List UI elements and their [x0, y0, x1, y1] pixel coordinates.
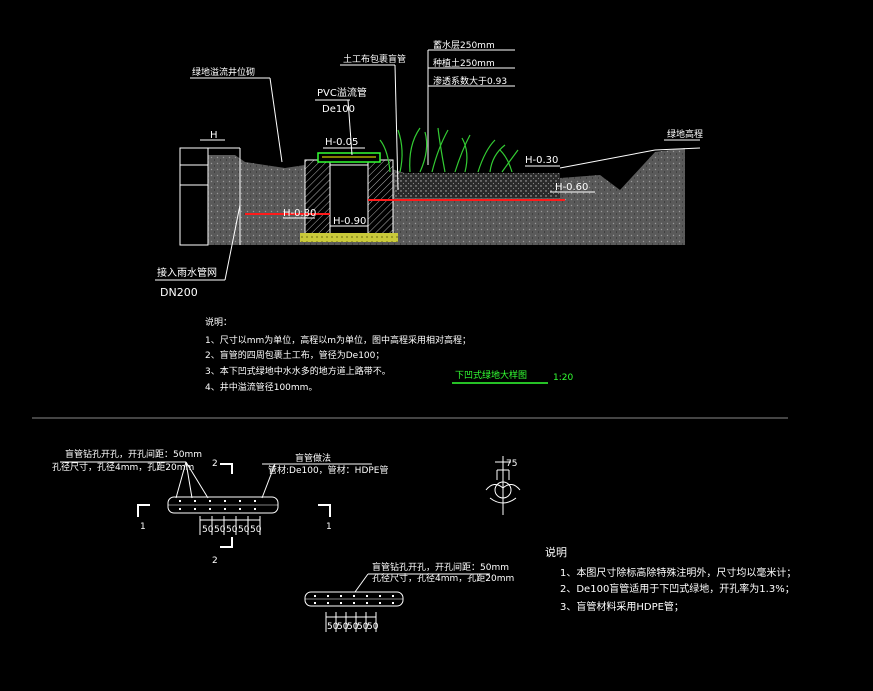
- cut-mark-label: 1: [326, 522, 332, 532]
- kerb-block: [179, 147, 209, 246]
- dim-label: 50: [202, 525, 214, 535]
- pipe1-material: 管材:De100，管材：HDPE管: [268, 464, 389, 476]
- pipe1-note-top: 盲管钻孔开孔，开孔间距：50mm: [65, 448, 202, 460]
- label-pvc-overflow: PVC溢流管: [317, 86, 367, 99]
- pipe1-note-size: 孔径尺寸，孔径4mm，孔距20mm: [52, 461, 194, 473]
- label-bioretention: 蓄水层250mm: [433, 39, 495, 51]
- hole-detail: [485, 456, 521, 515]
- label-storm-pipe: 接入雨水管网: [157, 266, 217, 279]
- elev-h-060: H-0.60: [555, 182, 588, 193]
- elev-h-005: H-0.05: [325, 137, 358, 148]
- hole-dim: 75: [506, 459, 517, 469]
- notes2-block: 说明 1、本图尺寸除标高除特殊注明外，尺寸均以毫米计； 2、De100盲管适用于…: [545, 545, 796, 613]
- cut-mark-label: 1: [140, 522, 146, 532]
- pipe-detail-1: [60, 461, 372, 548]
- section-drawing: [155, 49, 701, 281]
- elev-h-030: H-0.30: [525, 155, 558, 166]
- dim-label: 50: [337, 622, 349, 632]
- section-title: 下凹式绿地大样图: [455, 369, 527, 381]
- note2-item: 1、本图尺寸除标高除特殊注明外，尺寸均以毫米计；: [560, 566, 796, 579]
- dim-label: 50: [238, 525, 250, 535]
- label-green-slope: 绿地高程: [667, 128, 703, 140]
- notes-block: 说明： 1、尺寸以mm为单位，高程以m为单位，图中高程采用相对高程； 2、盲管的…: [205, 316, 471, 393]
- dim-label: 50: [214, 525, 226, 535]
- grass-planting: [379, 127, 519, 173]
- label-curb-note: 绿地溢流井位砌: [192, 66, 255, 78]
- dim-label: 50: [347, 622, 359, 632]
- gravel-bed: [300, 233, 398, 242]
- note2-item: 3、盲管材料采用HDPE管；: [560, 600, 684, 613]
- note2-item: 2、De100盲管适用于下凹式绿地，开孔率为1.3%；: [560, 582, 795, 595]
- elev-h: H: [210, 130, 218, 141]
- note-item: 2、盲管的四周包裹土工布，管径为De100；: [205, 349, 384, 361]
- note-item: 4、井中溢流管径100mm。: [205, 381, 317, 393]
- notes-heading: 说明：: [205, 316, 232, 328]
- label-planting-soil: 种植土250mm: [433, 57, 495, 69]
- notes2-heading: 说明: [545, 545, 567, 559]
- dim-label: 50: [226, 525, 238, 535]
- label-permeability: 渗透系数大于0.93: [433, 75, 507, 87]
- dim-label: 50: [357, 622, 369, 632]
- overflow-well-right-wall: [367, 159, 394, 236]
- dim-label: 50: [367, 622, 379, 632]
- planting-soil-layer: [395, 173, 560, 198]
- overflow-well-left-wall: [304, 159, 331, 236]
- dim-label: 50: [327, 622, 339, 632]
- dim-label: 50: [250, 525, 262, 535]
- elev-h-080: H-0.80: [283, 208, 316, 219]
- elev-h-090: H-0.90: [333, 216, 366, 227]
- section-scale: 1:20: [553, 373, 573, 383]
- well-interior: [329, 164, 369, 236]
- note-item: 1、尺寸以mm为单位，高程以m为单位，图中高程采用相对高程；: [205, 334, 471, 346]
- pipe-detail-2: [304, 573, 490, 632]
- pipe2-note-size: 孔径尺寸，孔径4mm，孔距20mm: [372, 572, 514, 584]
- cut-mark-label: 2: [212, 459, 218, 469]
- label-pvc-size: De100: [322, 104, 355, 115]
- pipe2-note-top: 盲管钻孔开孔，开孔间距：50mm: [372, 561, 509, 573]
- label-storm-size: DN200: [160, 286, 198, 299]
- pipe1-material-label: 盲管做法: [295, 452, 331, 464]
- cut-mark-label: 2: [212, 556, 218, 566]
- note-item: 3、本下凹式绿地中水水多的地方道上路带不。: [205, 365, 391, 377]
- label-geotextile: 土工布包裹盲管: [343, 53, 406, 65]
